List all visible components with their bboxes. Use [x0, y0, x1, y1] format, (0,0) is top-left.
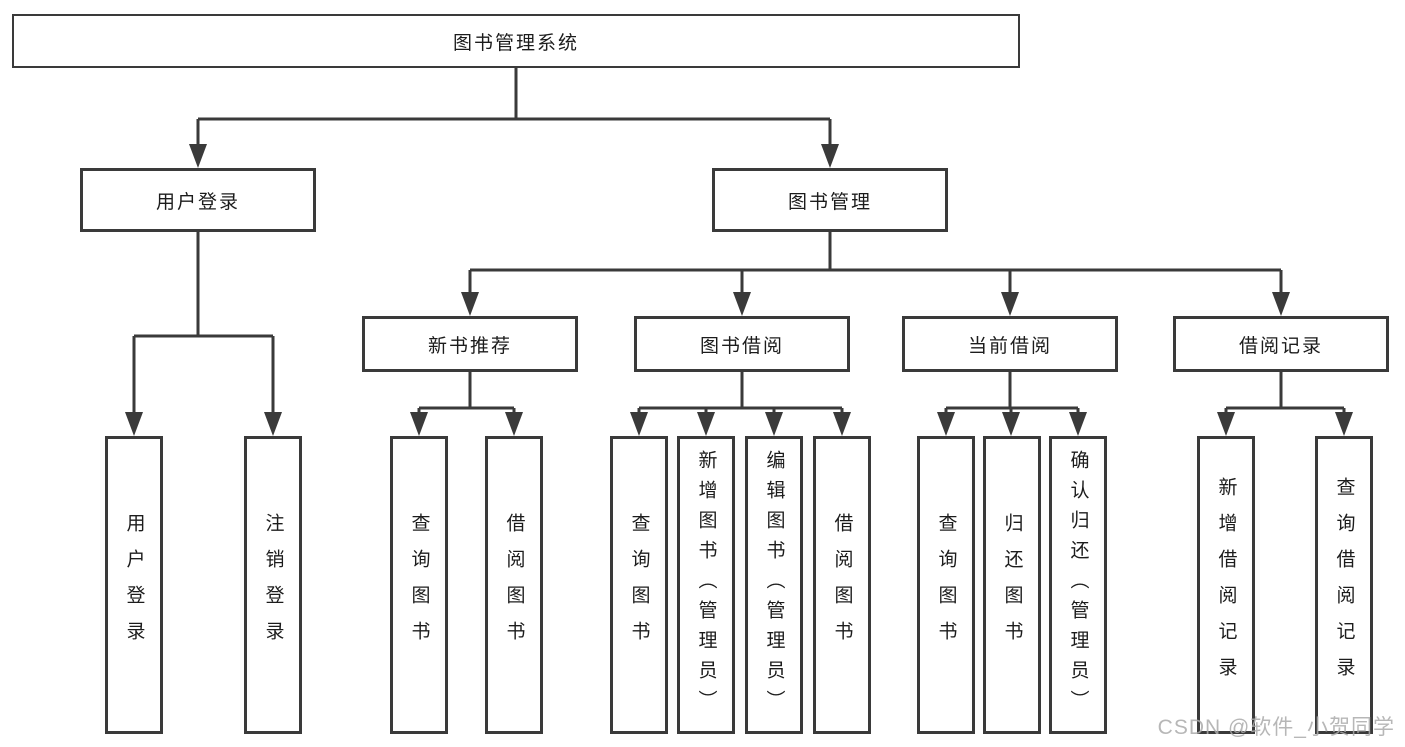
leaf-query-books-recommend: 查询图书	[390, 436, 448, 734]
leaf-return-books: 归还图书	[983, 436, 1041, 734]
node-book-management: 图书管理	[712, 168, 948, 232]
leaf-add-borrow-record: 新增借阅记录	[1197, 436, 1255, 734]
leaf-user-login: 用户登录	[105, 436, 163, 734]
leaf-user-login-label: 用户登录	[123, 513, 145, 657]
leaf-logout-label: 注销登录	[262, 513, 284, 657]
leaf-borrow-books-recommend-label: 借阅图书	[503, 513, 525, 657]
leaf-query-books-borrowing-label: 查询图书	[628, 513, 650, 657]
leaf-borrow-books-borrowing-label: 借阅图书	[831, 513, 853, 657]
leaf-borrow-books-recommend: 借阅图书	[485, 436, 543, 734]
csdn-watermark: CSDN @软件_小贺同学	[1157, 716, 1395, 739]
leaf-query-books-current-label: 查询图书	[935, 513, 957, 657]
node-new-book-recommend-label: 新书推荐	[427, 335, 512, 357]
leaf-query-books-borrowing: 查询图书	[610, 436, 668, 734]
node-library-system: 图书管理系统	[12, 14, 1020, 68]
leaf-query-books-recommend-label: 查询图书	[408, 513, 430, 657]
leaf-query-borrow-record-label: 查询借阅记录	[1333, 477, 1355, 693]
leaf-return-books-label: 归还图书	[1001, 513, 1023, 657]
leaf-edit-book-admin-label: 编辑图书（管理员）	[763, 450, 785, 720]
node-book-management-label: 图书管理	[787, 191, 872, 213]
leaf-confirm-return-admin: 确认归还（管理员）	[1049, 436, 1107, 734]
node-library-system-label: 图书管理系统	[452, 32, 579, 54]
leaf-add-book-admin-label: 新增图书（管理员）	[695, 450, 717, 720]
node-current-borrowing-label: 当前借阅	[967, 335, 1052, 357]
node-borrowing-records-label: 借阅记录	[1238, 335, 1323, 357]
arrowheads	[125, 144, 1353, 436]
leaf-add-borrow-record-label: 新增借阅记录	[1215, 477, 1237, 693]
leaf-borrow-books-borrowing: 借阅图书	[813, 436, 871, 734]
node-borrowing-records: 借阅记录	[1173, 316, 1389, 372]
leaf-add-book-admin: 新增图书（管理员）	[677, 436, 735, 734]
node-user-login-label: 用户登录	[155, 191, 240, 213]
node-book-borrowing-label: 图书借阅	[699, 335, 784, 357]
leaf-edit-book-admin: 编辑图书（管理员）	[745, 436, 803, 734]
node-new-book-recommend: 新书推荐	[362, 316, 578, 372]
node-current-borrowing: 当前借阅	[902, 316, 1118, 372]
leaf-query-books-current: 查询图书	[917, 436, 975, 734]
leaf-logout: 注销登录	[244, 436, 302, 734]
leaf-query-borrow-record: 查询借阅记录	[1315, 436, 1373, 734]
node-user-login: 用户登录	[80, 168, 316, 232]
node-book-borrowing: 图书借阅	[634, 316, 850, 372]
leaf-confirm-return-admin-label: 确认归还（管理员）	[1067, 450, 1089, 720]
